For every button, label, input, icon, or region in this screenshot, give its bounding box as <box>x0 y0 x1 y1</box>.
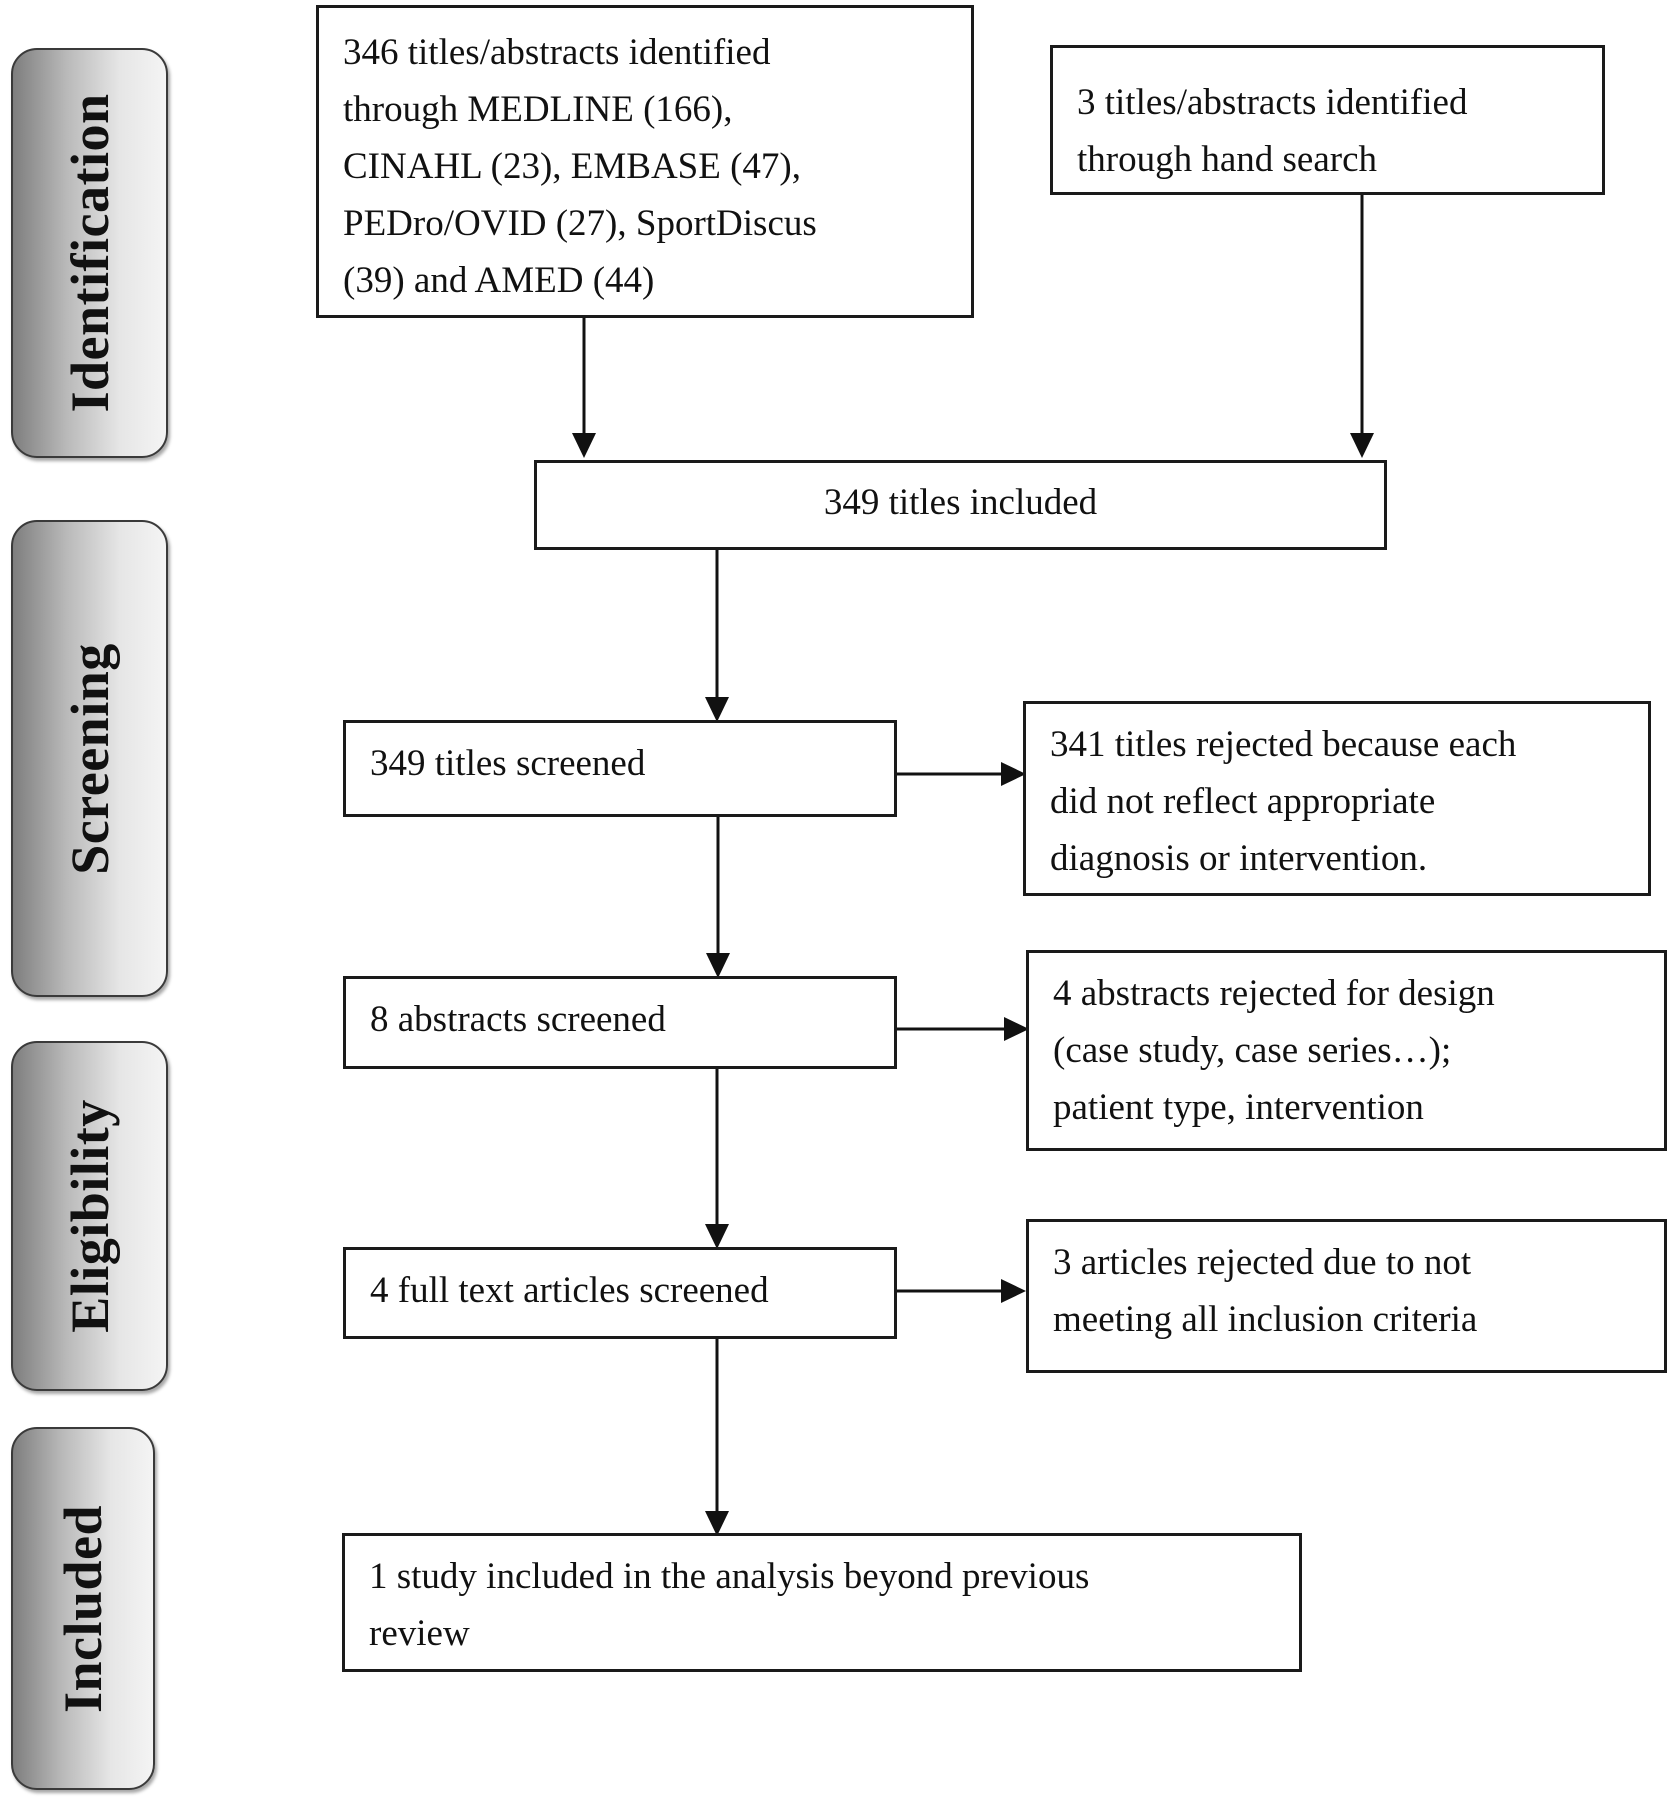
arrowhead-handsearch-to-included <box>1350 433 1374 458</box>
study-included-box: 1 study included in the analysis beyond … <box>342 1533 1302 1672</box>
arrowhead-abstracts-to-rejected <box>1004 1017 1029 1041</box>
titles-included-box: 349 titles included <box>534 460 1387 550</box>
arrowhead-titles-screened-to-rejected <box>1001 762 1026 786</box>
stage-included-label: Included <box>53 1504 113 1713</box>
stage-eligibility: Eligibility <box>11 1041 168 1391</box>
stage-screening-label: Screening <box>59 642 120 875</box>
stage-identification-label: Identification <box>59 93 120 413</box>
stage-eligibility-label: Eligibility <box>59 1099 120 1333</box>
stage-identification: Identification <box>11 48 168 458</box>
fulltext-screened-box: 4 full text articles screened <box>343 1247 897 1339</box>
abstracts-rejected-box: 4 abstracts rejected for design (case st… <box>1026 950 1667 1151</box>
arrowhead-fulltext-to-rejected <box>1001 1279 1026 1303</box>
stage-screening: Screening <box>11 520 168 997</box>
titles-rejected-box: 341 titles rejected because each did not… <box>1023 701 1651 896</box>
abstracts-screened-box: 8 abstracts screened <box>343 976 897 1069</box>
arrowhead-fulltext-to-included <box>705 1511 729 1536</box>
stage-included: Included <box>11 1427 155 1790</box>
arrowhead-databases-to-included <box>572 433 596 458</box>
arrowhead-titles-to-abstracts <box>706 953 730 978</box>
records-hand-search-box: 3 titles/abstracts identified through ha… <box>1050 45 1605 195</box>
arrowhead-included-to-titles-screened <box>705 697 729 722</box>
articles-rejected-box: 3 articles rejected due to not meeting a… <box>1026 1219 1667 1373</box>
records-databases-box: 346 titles/abstracts identified through … <box>316 5 974 318</box>
arrowhead-abstracts-to-fulltext <box>705 1224 729 1249</box>
titles-screened-box: 349 titles screened <box>343 720 897 817</box>
